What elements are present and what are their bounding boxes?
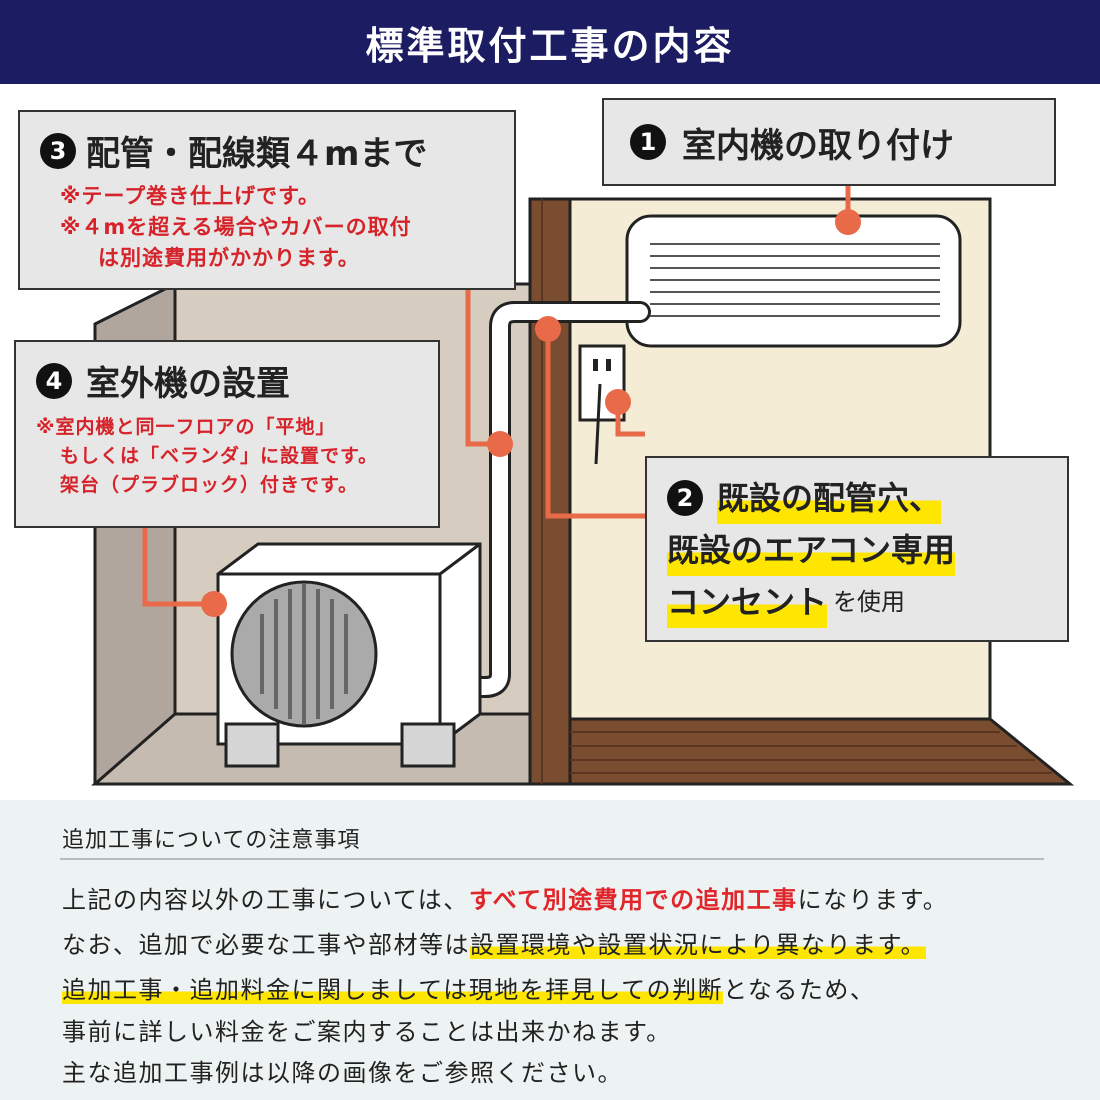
callout-3-note-3: は別途費用がかかります。: [98, 246, 360, 270]
note-line-5: 主な追加工事例は以降の画像をご参照ください。: [62, 1059, 623, 1087]
callout-2-line-3: コンセント を使用: [667, 576, 1067, 628]
callout-outdoor-unit: 4 室外機の設置 ※室内機と同一フロアの「平地」 もしくは「ベランダ」に設置です…: [14, 340, 440, 528]
note-line-2: なお、追加で必要な工事や部材等は設置環境や設置状況により異なります。: [62, 925, 927, 960]
installation-illustration: 3 配管・配線類４mまで ※テープ巻き仕上げです。 ※４mを超える場合やカバーの…: [0, 84, 1100, 800]
callout-indoor-unit: 1 室内機の取り付け: [602, 98, 1056, 186]
callout-2-line-2: 既設のエアコン専用: [667, 524, 1067, 576]
callout-existing-hole-outlet: 2 既設の配管穴、 既設のエアコン専用 コンセント を使用: [645, 456, 1069, 642]
notes-heading: 追加工事についての注意事項: [62, 828, 361, 853]
callout-4-text: 室外機の設置: [86, 364, 290, 404]
number-4-badge: 4: [36, 362, 72, 399]
callout-4-title: 4 室外機の設置: [36, 356, 438, 405]
note-line-1-c: になります。: [797, 886, 949, 914]
callout-1-title: 1 室内機の取り付け: [630, 118, 954, 167]
callout-2-text-2: 既設のエアコン専用: [667, 524, 956, 576]
callout-2-text-1: 既設の配管穴、: [717, 472, 942, 524]
callout-4-note-1: ※室内機と同一フロアの「平地」: [36, 416, 336, 438]
callout-4-note-3: 架台（プラブロック）付きです。: [60, 474, 359, 496]
callout-2-text-3-suffix: を使用: [833, 588, 906, 616]
page-title: 標準取付工事の内容: [365, 23, 735, 68]
callout-3-note-2: ※４mを超える場合やカバーの取付: [60, 215, 412, 239]
note-line-3-b: となるため、: [723, 976, 876, 1004]
callout-piping-length: 3 配管・配線類４mまで ※テープ巻き仕上げです。 ※４mを超える場合やカバーの…: [18, 110, 516, 290]
notes-section: 追加工事についての注意事項 上記の内容以外の工事については、すべて別途費用での追…: [0, 800, 1100, 1100]
page-header: 標準取付工事の内容: [0, 0, 1100, 84]
note-line-3: 追加工事・追加料金に関しましては現地を拝見しての判断となるため、: [62, 970, 875, 1005]
note-line-1-b: すべて別途費用での追加工事: [468, 886, 798, 914]
callout-3-title: 3 配管・配線類４mまで: [40, 126, 514, 175]
note-line-1-a: 上記の内容以外の工事については、: [62, 886, 469, 914]
note-line-2-b: 設置環境や設置状況により異なります。: [470, 931, 927, 959]
callout-2-line-1: 2 既設の配管穴、: [667, 472, 1067, 524]
note-line-2-a: なお、追加で必要な工事や部材等は: [62, 931, 470, 959]
number-1-badge: 1: [630, 124, 666, 160]
callout-4-note-2: もしくは「ベランダ」に設置です。: [60, 445, 379, 467]
number-3-badge: 3: [40, 132, 76, 169]
callout-3-text: 配管・配線類４mまで: [86, 134, 428, 174]
callout-3-note-1: ※テープ巻き仕上げです。: [60, 184, 321, 208]
callout-1-text: 室内機の取り付け: [682, 125, 954, 166]
notes-divider: [60, 858, 1044, 860]
indoor-unit: [625, 214, 962, 348]
leader-dots: [201, 209, 861, 617]
note-line-4: 事前に詳しい料金をご案内することは出来かねます。: [62, 1018, 672, 1046]
number-2-badge: 2: [667, 480, 703, 516]
outdoor-unit: [216, 542, 482, 768]
room-floor: [568, 717, 1075, 786]
refrigerant-piping: [459, 301, 651, 698]
callout-2-text-3: コンセント: [667, 576, 828, 628]
note-line-1: 上記の内容以外の工事については、すべて別途費用での追加工事になります。: [62, 880, 948, 915]
note-line-3-a: 追加工事・追加料金に関しましては現地を拝見しての判断: [62, 976, 724, 1004]
